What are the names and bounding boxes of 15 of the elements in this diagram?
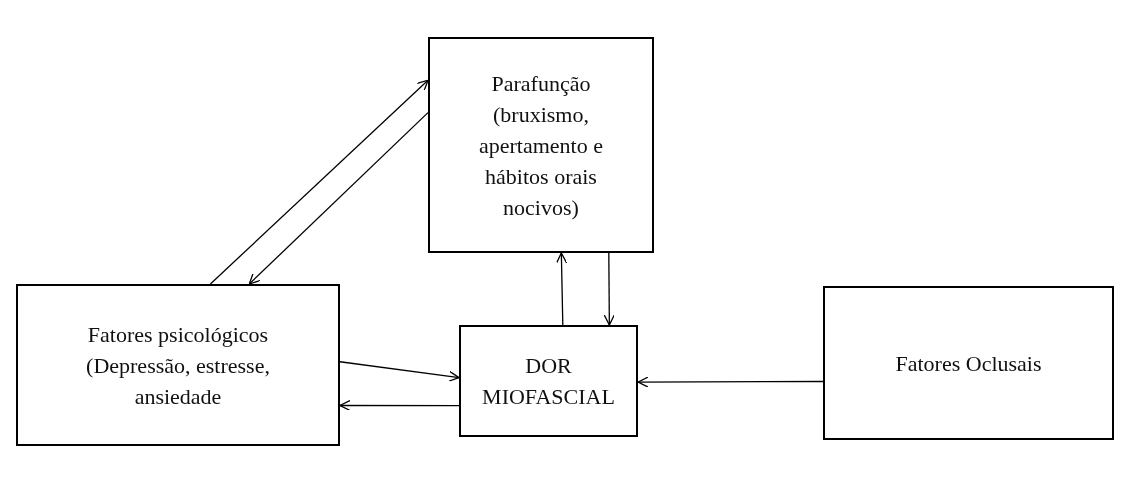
arrow	[339, 399, 460, 412]
box-label: Fatores psicológicos (Depressão, estresse, ansiedade	[85, 320, 271, 411]
text-box	[823, 286, 1114, 440]
text-box	[428, 37, 654, 253]
arrow	[603, 252, 615, 326]
arrow	[209, 79, 429, 285]
arrow	[339, 361, 460, 382]
arrow	[637, 376, 824, 388]
box-label: Parafunção (bruxismo, apertamento e hábitos orais nocivos)	[478, 69, 604, 222]
text-box	[16, 284, 340, 446]
arrow	[555, 252, 568, 326]
box-label: Fatores Oclusais	[895, 349, 1042, 378]
text-box	[459, 325, 638, 437]
arrow	[248, 111, 429, 285]
box-label: DOR MIOFASCIAL	[481, 352, 616, 411]
